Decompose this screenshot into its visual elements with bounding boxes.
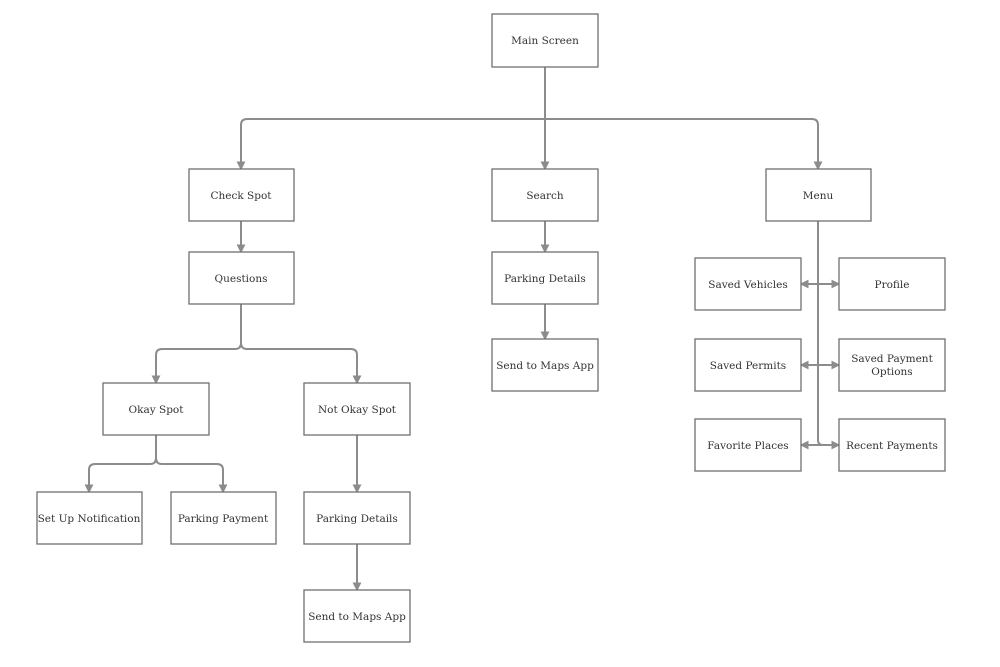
connector-menu-spine [817, 220, 824, 446]
node-label: Profile [875, 279, 910, 291]
node-saved-permits: Saved Permits [694, 338, 802, 392]
node-label: Send to Maps App [496, 360, 594, 372]
node-parking-details-not-okay: Parking Details [303, 491, 411, 545]
connector-okay-spot-to-notification [84, 457, 157, 494]
connector-questions-to-okay-spot [151, 342, 242, 385]
node-label: Saved Permits [710, 360, 786, 372]
node-label: Check Spot [210, 190, 272, 202]
node-not-okay-spot: Not Okay Spot [303, 382, 411, 436]
node-send-to-maps-not-okay: Send to Maps App [303, 589, 411, 643]
node-label: Parking Payment [178, 513, 269, 525]
node-check-spot: Check Spot [188, 168, 295, 222]
node-favorite-places: Favorite Places [694, 418, 802, 472]
node-search: Search [491, 168, 599, 222]
node-label: Parking Details [504, 273, 586, 285]
node-parking-details-search: Parking Details [491, 251, 599, 305]
node-label: Favorite Places [707, 440, 788, 452]
node-label: Not Okay Spot [318, 404, 397, 416]
node-parking-payment: Parking Payment [170, 491, 277, 545]
node-label: Okay Spot [129, 404, 185, 416]
node-label: Send to Maps App [308, 611, 406, 623]
node-label: Questions [214, 273, 267, 285]
node-label: Set Up Notification [38, 513, 141, 525]
node-okay-spot: Okay Spot [102, 382, 210, 436]
node-label: Main Screen [511, 35, 579, 47]
node-set-up-notification: Set Up Notification [36, 491, 143, 545]
node-label-line-2: Options [871, 366, 912, 378]
connector-main-to-menu [544, 118, 823, 171]
node-label: Parking Details [316, 513, 398, 525]
connector-main-to-check-spot [236, 112, 546, 171]
node-recent-payments: Recent Payments [838, 418, 946, 472]
connectors [84, 66, 841, 592]
node-main-screen: Main Screen [491, 13, 599, 68]
nodes: Main Screen Check Spot Search Menu Quest… [36, 13, 946, 643]
connector-questions-to-not-okay-spot [240, 342, 362, 385]
node-saved-vehicles: Saved Vehicles [694, 257, 802, 311]
connector-okay-spot-to-payment [155, 457, 228, 494]
node-saved-payment-options: Saved Payment Options [838, 338, 946, 392]
node-send-to-maps-search: Send to Maps App [491, 338, 599, 392]
node-questions: Questions [188, 251, 295, 305]
node-label: Menu [803, 190, 834, 202]
node-label-line-1: Saved Payment [851, 353, 933, 365]
node-menu: Menu [765, 168, 872, 222]
node-label: Search [526, 190, 564, 202]
node-label: Saved Vehicles [708, 279, 787, 291]
node-profile: Profile [838, 257, 946, 311]
node-label: Recent Payments [846, 440, 938, 452]
